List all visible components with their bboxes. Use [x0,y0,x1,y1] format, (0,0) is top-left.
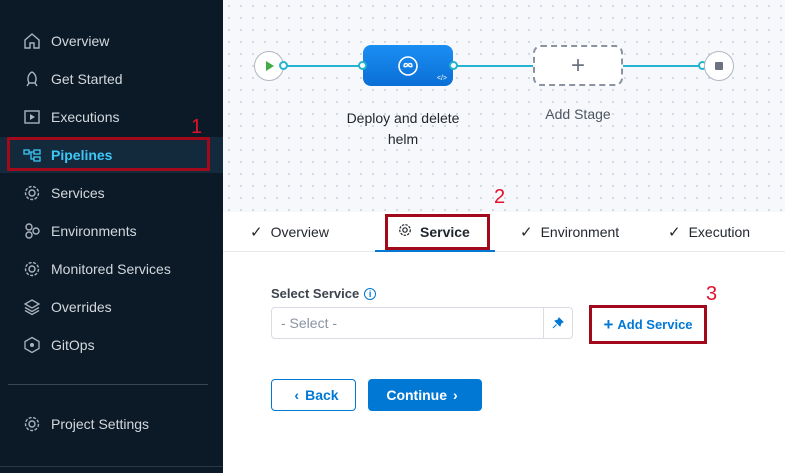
callout-number: 3 [706,283,718,305]
sidebar-item-label: Pipelines [51,147,113,163]
chevron-left-icon: ‹ [294,387,300,403]
tab-service[interactable]: Service [398,212,470,252]
sidebar: Overview Get Started Executions Pipeline… [0,0,223,473]
back-label: Back [305,387,339,403]
home-icon [22,31,42,51]
field-label-text: Select Service [271,286,360,301]
deploy-stage-icon [398,55,418,76]
sidebar-item-executions[interactable]: Executions [0,99,223,135]
pipeline-connector [453,65,533,67]
info-icon[interactable]: i [364,287,377,300]
sidebar-item-gitops[interactable]: GitOps [0,327,223,363]
deploy-stage-node[interactable]: </> [363,45,453,86]
sidebar-item-get-started[interactable]: Get Started [0,61,223,97]
callout-number: 2 [494,186,506,208]
pipeline-connector [284,65,364,67]
connector-dot [449,61,458,70]
stop-icon [715,62,723,70]
continue-button[interactable]: Continue › [368,379,482,411]
sidebar-divider [8,384,208,385]
tab-environment[interactable]: ✓ Environment [520,212,619,252]
tab-label: Service [420,224,470,240]
connector-dot [279,61,288,70]
chevron-right-icon: › [452,387,458,403]
service-gear-icon [398,223,412,241]
back-button[interactable]: ‹ Back [271,379,356,411]
sidebar-item-label: GitOps [51,337,95,353]
tab-label: Overview [270,224,329,240]
check-icon: ✓ [668,224,681,241]
sidebar-item-label: Project Settings [51,416,150,432]
tab-execution[interactable]: ✓ Execution [668,212,750,252]
services-gear-icon [22,183,42,203]
code-icon: </> [436,75,447,82]
sidebar-item-environments[interactable]: Environments [0,213,223,249]
stage-tabs [223,212,785,252]
tab-overview[interactable]: ✓ Overview [250,212,329,252]
play-icon [266,61,274,71]
add-stage-label: Add Stage [545,106,611,122]
check-icon: ✓ [520,224,533,241]
plus-icon: + [570,51,585,79]
monitored-services-icon [22,259,42,279]
continue-label: Continue [386,387,447,403]
sidebar-item-label: Get Started [51,71,123,87]
select-service-label: Select Service i [271,286,377,301]
sidebar-item-project-settings[interactable]: Project Settings [0,406,223,442]
check-icon: ✓ [250,224,263,241]
service-tab-highlight-box [385,214,490,250]
tab-label: Environment [540,224,620,240]
sidebar-item-label: Executions [51,109,120,125]
pin-icon [552,317,564,329]
stage-name-label: Deploy and delete helm [346,110,460,147]
sidebar-item-services[interactable]: Services [0,175,223,211]
sidebar-bottom-divider [0,466,223,467]
connector-dot [358,61,367,70]
add-service-label: Add Service [617,317,693,332]
service-select[interactable]: - Select - [271,307,544,339]
sidebar-item-label: Overview [51,33,110,49]
sidebar-item-label: Services [51,185,105,201]
settings-gear-icon [22,414,42,434]
callout-number: 1 [191,116,203,138]
sidebar-item-overrides[interactable]: Overrides [0,289,223,325]
executions-icon [22,107,42,127]
tab-label: Execution [688,224,751,240]
pin-button[interactable] [543,307,573,339]
environments-icon [22,221,42,241]
pipelines-highlight-box [7,137,210,171]
pipelines-icon [22,145,42,165]
sidebar-item-pipelines[interactable]: Pipelines [0,137,223,173]
plus-icon: + [603,314,614,334]
add-service-button[interactable]: + Add Service [589,305,707,344]
select-placeholder: - Select - [281,315,338,331]
add-stage-node[interactable]: + [533,45,623,86]
gitops-icon [22,335,42,355]
sidebar-item-label: Environments [51,223,137,239]
active-tab-underline [375,250,495,252]
sidebar-item-overview[interactable]: Overview [0,23,223,59]
pipeline-canvas[interactable] [223,0,785,212]
pipeline-end-node [704,51,734,81]
sidebar-item-label: Overrides [51,299,112,315]
sidebar-item-monitored-services[interactable]: Monitored Services [0,251,223,287]
overrides-layers-icon [22,297,42,317]
rocket-icon [22,69,42,89]
sidebar-item-label: Monitored Services [51,261,171,277]
pipeline-connector [623,65,705,67]
